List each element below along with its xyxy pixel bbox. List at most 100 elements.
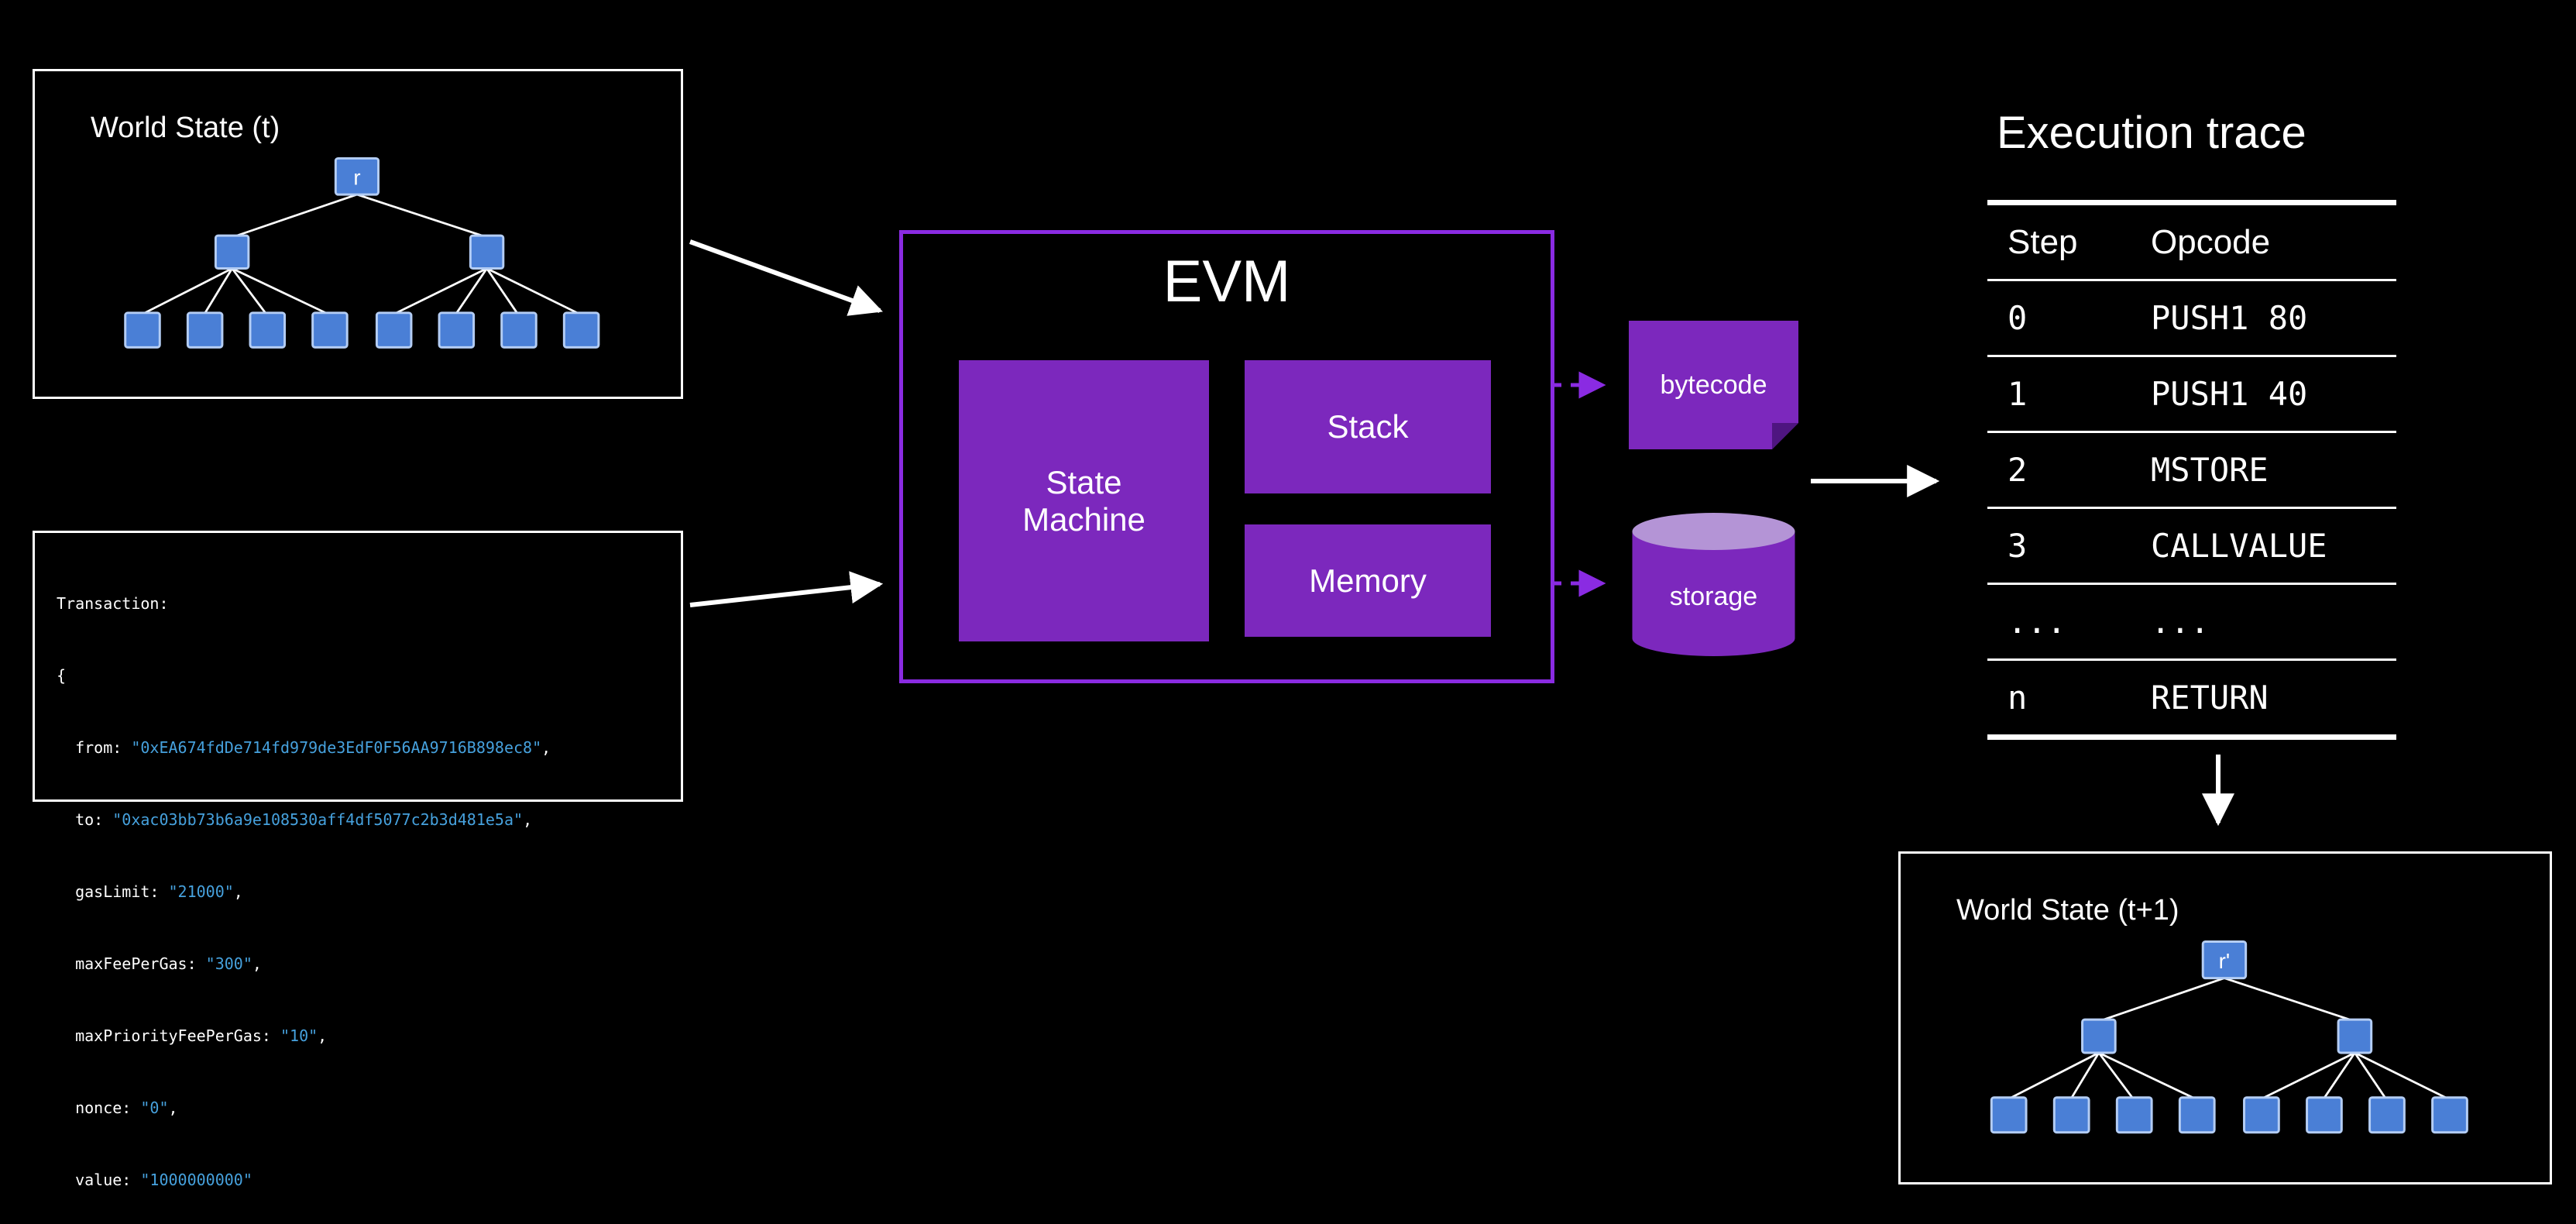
leaf-node xyxy=(124,311,161,349)
leaf-node xyxy=(2243,1096,2280,1134)
tx-field-suffix: , xyxy=(233,882,243,901)
trace-row: 3 CALLVALUE xyxy=(1987,509,2396,585)
trace-row: 0 PUSH1 80 xyxy=(1987,281,2396,357)
trace-step-cell: 2 xyxy=(2008,451,2028,489)
tx-field-suffix: , xyxy=(523,810,533,829)
tx-field-suffix: , xyxy=(252,954,262,973)
storage-cylinder: storage xyxy=(1629,510,1798,658)
trace-opcode-cell: PUSH1 40 xyxy=(2151,375,2308,413)
memory-box: Memory xyxy=(1245,524,1491,637)
world-state-t-title: World State (t) xyxy=(91,112,280,144)
trace-col-step: Step xyxy=(2008,222,2078,261)
evm-box: EVM State Machine Stack Memory xyxy=(899,230,1554,683)
root-node xyxy=(334,156,380,196)
trace-header-row: Step Opcode xyxy=(1987,205,2396,281)
leaf-node xyxy=(500,311,538,349)
execution-trace-title: Execution trace xyxy=(1997,108,2306,158)
leaf-node xyxy=(249,311,287,349)
leaf-node xyxy=(2178,1096,2216,1134)
execution-trace-table: Step Opcode 0 PUSH1 80 1 PUSH1 40 2 MSTO… xyxy=(1987,200,2396,740)
tx-field-value: "21000" xyxy=(168,882,234,901)
stack-box: Stack xyxy=(1245,360,1491,493)
trace-opcode-cell: CALLVALUE xyxy=(2151,527,2327,565)
trace-opcode-cell: MSTORE xyxy=(2151,451,2269,489)
bytecode-shape: bytecode xyxy=(1629,321,1798,449)
merkle-tree-t: r xyxy=(124,156,600,349)
transaction-header: Transaction: xyxy=(57,594,169,613)
trace-step-cell: n xyxy=(2008,679,2028,717)
tx-field-key: from: xyxy=(57,738,132,757)
root-node-label: r' xyxy=(2219,949,2231,973)
trace-row: 1 PUSH1 40 xyxy=(1987,357,2396,433)
state-machine-label: State Machine xyxy=(1022,463,1145,538)
transaction-code: Transaction: { from: "0xEA674fdDe714fd97… xyxy=(57,544,551,1224)
world-state-t1-title: World State (t+1) xyxy=(1956,894,2179,927)
world-state-t1-box: World State (t+1) xyxy=(1898,851,2552,1184)
trace-opcode-cell: PUSH1 80 xyxy=(2151,299,2308,337)
transaction-field-value: value: "1000000000" xyxy=(57,1168,551,1192)
arrow-world-state-to-evm xyxy=(689,239,883,316)
leaf-node xyxy=(562,311,600,349)
tx-field-key: value: xyxy=(57,1171,141,1189)
tx-field-value: "0xac03bb73b6a9e108530aff4df5077c2b3d481… xyxy=(112,810,524,829)
leaf-node xyxy=(438,311,476,349)
leaf-node xyxy=(2431,1096,2468,1134)
root-node xyxy=(2201,940,2248,980)
world-state-t-box: World State (t) xyxy=(33,69,683,399)
leaf-node xyxy=(2306,1096,2343,1134)
branch-node xyxy=(469,234,505,270)
leaf-node xyxy=(186,311,224,349)
branch-node xyxy=(2337,1018,2373,1054)
tx-field-value: "0xEA674fdDe714fd979de3EdF0F56AA9716B898… xyxy=(131,738,542,757)
tree-edges xyxy=(141,193,582,316)
bytecode-label: bytecode xyxy=(1660,370,1767,400)
transaction-field-nonce: nonce: "0", xyxy=(57,1096,551,1120)
leaf-node xyxy=(311,311,349,349)
trace-opcode-cell: RETURN xyxy=(2151,679,2269,717)
tx-field-key: to: xyxy=(57,810,113,829)
tx-field-value: "10" xyxy=(280,1026,318,1045)
tx-field-suffix: , xyxy=(318,1026,328,1045)
branch-node xyxy=(214,234,250,270)
tx-field-key: maxPriorityFeePerGas: xyxy=(57,1026,280,1045)
tx-field-value: "300" xyxy=(205,954,252,973)
transaction-field-maxfeepergas: maxFeePerGas: "300", xyxy=(57,952,551,976)
evm-title: EVM xyxy=(1163,249,1291,315)
leaf-node xyxy=(2115,1096,2153,1134)
tree-edges xyxy=(2007,977,2450,1101)
state-machine-box: State Machine xyxy=(959,360,1209,641)
tree-nodes xyxy=(1990,940,2468,1134)
leaf-node xyxy=(375,311,413,349)
trace-step-cell: ... xyxy=(2008,603,2066,641)
arrow-transaction-to-evm xyxy=(689,571,884,607)
branch-node xyxy=(2081,1018,2117,1054)
trace-opcode-cell: ... xyxy=(2151,603,2210,641)
transaction-field-to: to: "0xac03bb73b6a9e108530aff4df5077c2b3… xyxy=(57,808,551,832)
tx-field-suffix: , xyxy=(168,1099,178,1117)
trace-step-cell: 1 xyxy=(2008,375,2028,413)
tx-field-value: "0" xyxy=(140,1099,169,1117)
trace-step-cell: 0 xyxy=(2008,299,2028,337)
trace-row: 2 MSTORE xyxy=(1987,433,2396,509)
leaf-node xyxy=(2052,1096,2090,1134)
trace-row: n RETURN xyxy=(1987,661,2396,740)
transaction-box: Transaction: { from: "0xEA674fdDe714fd97… xyxy=(33,531,683,1189)
storage-label: storage xyxy=(1669,582,1758,611)
transaction-field-from: from: "0xEA674fdDe714fd979de3EdF0F56AA97… xyxy=(57,736,551,760)
storage-cylinder-shape xyxy=(1632,513,1795,656)
leaf-node xyxy=(1990,1096,2028,1134)
trace-step-cell: 3 xyxy=(2008,527,2028,565)
merkle-tree-t1: r' xyxy=(1990,940,2468,1134)
transaction-field-maxpriorityfeepergas: maxPriorityFeePerGas: "10", xyxy=(57,1024,551,1048)
leaf-node xyxy=(2368,1096,2406,1134)
transaction-field-gaslimit: gasLimit: "21000", xyxy=(57,880,551,904)
bytecode-body xyxy=(1629,321,1798,449)
root-node-label: r xyxy=(353,165,360,189)
tree-nodes xyxy=(124,156,600,349)
trace-col-opcode: Opcode xyxy=(2151,222,2271,261)
tx-field-key: nonce: xyxy=(57,1099,141,1117)
tx-field-value: "1000000000" xyxy=(140,1171,252,1189)
trace-row: ... ... xyxy=(1987,585,2396,661)
stack-label: Stack xyxy=(1327,408,1409,445)
